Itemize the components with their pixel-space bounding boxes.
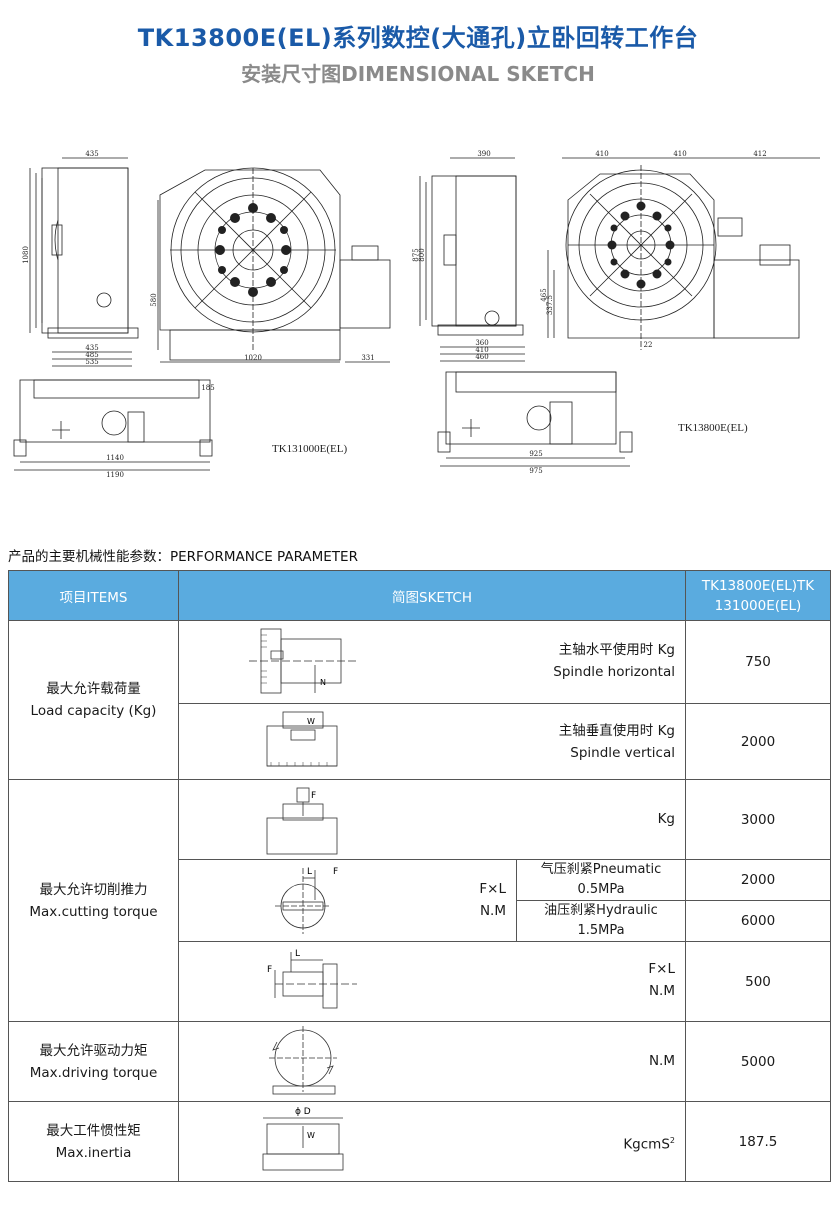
dimensional-drawings: 435 1080 435 485 535 580 1020 331 185 11… <box>13 150 820 479</box>
caption: Kg <box>657 811 675 827</box>
dim-label: 1080 <box>22 246 30 264</box>
caption: KgcmS2 <box>623 1136 675 1153</box>
table-row: 油压刹紧Hydraulic 1.5MPa 6000 <box>9 900 831 942</box>
sketch-f-label: F <box>333 867 338 877</box>
dim-label: 875 <box>412 248 420 261</box>
value-cell: 2000 <box>685 859 831 901</box>
dim-label: 535 <box>85 358 98 366</box>
model-label-right: TK13800E(EL) <box>678 422 748 434</box>
dim-label: 22 <box>644 341 653 349</box>
table-row: 最大允许驱动力矩 Max.driving torque N.M 5000 <box>8 1021 831 1102</box>
dim-label: 460 <box>475 353 488 361</box>
dim-label: 410 <box>475 346 488 354</box>
dim-label: 185 <box>201 384 214 392</box>
dim-label: 435 <box>85 344 98 352</box>
caption: F×L N.M <box>648 961 675 999</box>
dim-label: 337.5 <box>546 295 554 315</box>
caption: F×L N.M <box>479 881 506 919</box>
sketch-horizontal-icon: N <box>249 628 359 694</box>
sketch-f-label: F <box>267 965 272 975</box>
caption: 主轴垂直使用时 Kg Spindle vertical <box>558 723 675 761</box>
sketch-n-label: N <box>320 678 326 687</box>
table-row: L F F×L N.M 气压刹紧Pneumatic 0.5MPa 2000 <box>9 859 831 942</box>
item-cutting-torque: 最大允许切削推力 Max.cutting torque <box>8 779 179 1022</box>
sketch-w-label: W <box>307 1131 315 1140</box>
dim-label: 410 <box>673 150 686 158</box>
page-subtitle: 安装尺寸图DIMENSIONAL SKETCH <box>241 62 595 86</box>
sketch-l-label: L <box>307 867 312 877</box>
dim-label: 925 <box>529 450 542 458</box>
sketch-brake: L F F×L N.M <box>178 859 517 942</box>
sketch-inertia: ϕ D W KgcmS2 <box>178 1101 686 1182</box>
dim-label: 975 <box>529 467 542 475</box>
value-cell: 500 <box>685 941 831 1022</box>
value-cell: 3000 <box>685 779 831 860</box>
performance-table: 项目ITEMS 简图SKETCH TK13800E(EL)TK 131000E(… <box>8 570 831 1182</box>
dim-label: 580 <box>150 293 158 306</box>
sketch-force-icon: F <box>266 787 338 855</box>
dim-label: 465 <box>540 288 548 301</box>
item-load-capacity: 最大允许载荷量 Load capacity (Kg) <box>8 620 179 780</box>
caption: 主轴水平使用时 Kg Spindle horizontal <box>553 642 675 680</box>
sketch-driving: N.M <box>178 1021 686 1102</box>
dim-label: 331 <box>361 354 374 362</box>
dim-label: 390 <box>477 150 490 158</box>
header-sketch: 简图SKETCH <box>178 570 686 621</box>
sketch-spindle-vertical: W 主轴垂直使用时 Kg Spindle vertical <box>178 703 686 780</box>
sketch-inertia-icon: ϕ D W <box>262 1107 344 1171</box>
value-cell: 2000 <box>685 703 831 780</box>
dim-label: 1190 <box>106 471 124 479</box>
sketch-cutting-force: F Kg <box>178 779 686 860</box>
table-header-row: 项目ITEMS 简图SKETCH TK13800E(EL)TK 131000E(… <box>8 570 831 621</box>
value-cell: 5000 <box>685 1021 831 1102</box>
header-items: 项目ITEMS <box>8 570 179 621</box>
table-row: W 主轴垂直使用时 Kg Spindle vertical 2000 <box>9 703 831 780</box>
table-row: 最大允许切削推力 Max.cutting torque F Kg 3000 <box>8 779 831 1022</box>
dim-label: 360 <box>475 339 488 347</box>
brake-type-label: 气压刹紧Pneumatic 0.5MPa <box>516 859 686 901</box>
item-driving-torque: 最大允许驱动力矩 Max.driving torque <box>8 1021 179 1102</box>
header-model: TK13800E(EL)TK 131000E(EL) <box>685 570 831 621</box>
brake-type-label: 油压刹紧Hydraulic 1.5MPa <box>516 900 686 942</box>
value-cell: 6000 <box>685 900 831 942</box>
sketch-driving-icon <box>269 1026 337 1095</box>
sketch-f-label: F <box>311 791 316 801</box>
dim-label: 1140 <box>106 454 124 462</box>
dim-label: 412 <box>753 150 766 158</box>
model-label-left: TK131000E(EL) <box>272 443 348 455</box>
table-row: 最大工件惯性矩 Max.inertia ϕ D W KgcmS2 187.5 <box>8 1101 831 1182</box>
caption: N.M <box>648 1053 675 1069</box>
sketch-spindle-horizontal: N 主轴水平使用时 Kg Spindle horizontal <box>178 620 686 704</box>
dim-label: 410 <box>595 150 608 158</box>
sketch-l-label: L <box>295 949 300 959</box>
sketch-brake-icon: L F <box>275 867 338 934</box>
sketch-side-force-icon: L F <box>267 949 357 1009</box>
value-cell: 750 <box>685 620 831 704</box>
left-side-body <box>41 167 129 334</box>
table-row: 最大允许载荷量 Load capacity (Kg) N 主轴水平使 <box>8 620 831 780</box>
sketch-vertical-icon: W <box>266 711 338 767</box>
dim-label: 435 <box>85 150 98 158</box>
sketch-phi-d-label: ϕ D <box>295 1107 311 1117</box>
dim-label: 1020 <box>244 354 262 362</box>
dim-label: 800 <box>418 248 426 261</box>
table-row: L F F×L N.M 500 <box>9 941 831 1022</box>
item-inertia: 最大工件惯性矩 Max.inertia <box>8 1101 179 1182</box>
sketch-side-force: L F F×L N.M <box>178 941 686 1022</box>
page-title: TK13800E(EL)系列数控(大通孔)立卧回转工作台 <box>137 24 699 52</box>
sketch-w-label: W <box>307 717 315 726</box>
section-heading: 产品的主要机械性能参数：PERFORMANCE PARAMETER <box>8 549 358 565</box>
value-cell: 187.5 <box>685 1101 831 1182</box>
dim-label: 485 <box>85 351 98 359</box>
